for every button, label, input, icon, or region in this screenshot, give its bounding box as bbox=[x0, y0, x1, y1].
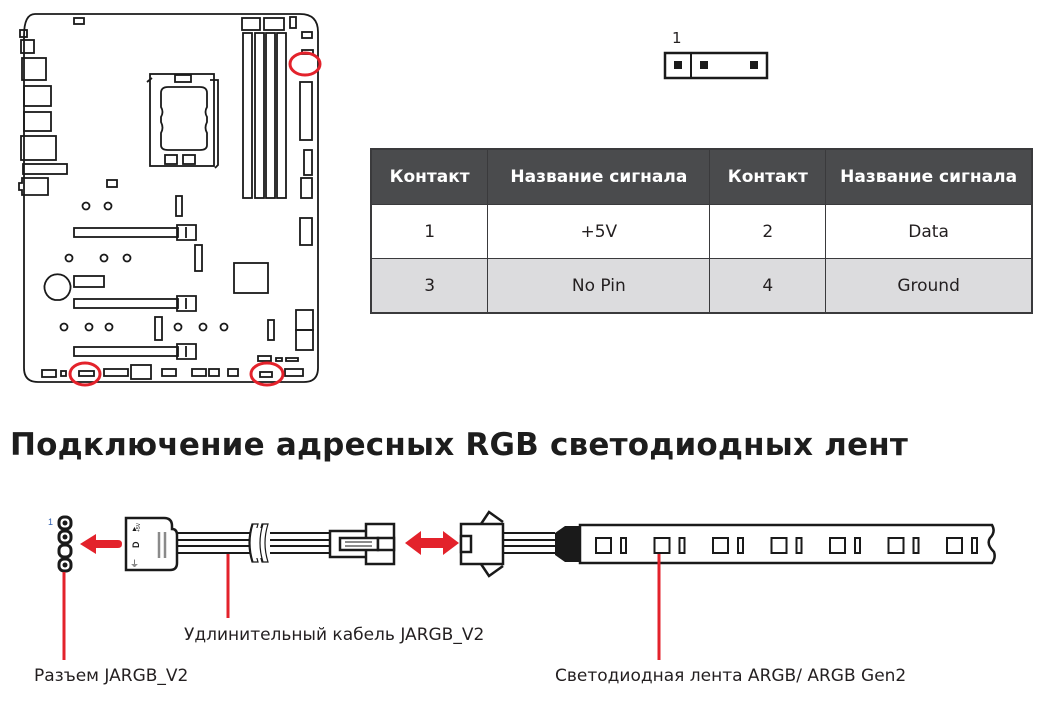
pin-number: 2 bbox=[709, 204, 827, 259]
led-resistor bbox=[795, 537, 803, 554]
board-outline bbox=[23, 13, 319, 383]
pin-4 bbox=[750, 61, 758, 69]
led-chip bbox=[712, 537, 729, 554]
led-chip bbox=[946, 537, 963, 554]
extension-cable-caption: Удлинительный кабель JARGB_V2 bbox=[184, 625, 485, 645]
section-title: Подключение адресных RGB светодиодных ле… bbox=[10, 427, 909, 463]
signal-name: Ground bbox=[825, 258, 1033, 314]
signal-name: +5V bbox=[487, 204, 711, 259]
svg-text:⏚: ⏚ bbox=[130, 559, 139, 569]
led-chip bbox=[653, 537, 671, 554]
pin-1 bbox=[674, 61, 682, 69]
leader-lines bbox=[62, 610, 661, 660]
cable-male-connector bbox=[328, 522, 396, 566]
connection-diagram: 1 ▲ +5V D ⏚ bbox=[48, 510, 996, 610]
header-pin: Контакт bbox=[709, 148, 827, 205]
motherboard-diagram bbox=[18, 13, 322, 387]
connector-pin1-label: 1 bbox=[48, 517, 53, 527]
signal-name: Data bbox=[825, 204, 1033, 259]
led-resistor bbox=[971, 537, 978, 554]
led-resistor bbox=[737, 537, 744, 554]
strip-female-connector bbox=[459, 510, 505, 578]
header-signal-name: Название сигнала bbox=[825, 148, 1033, 205]
pin-2 bbox=[700, 61, 708, 69]
pin1-label: 1 bbox=[672, 29, 682, 47]
highlight-jargb-bottom-left bbox=[68, 361, 102, 387]
led-strip-caption: Светодиодная лента ARGB/ ARGB Gen2 bbox=[555, 666, 907, 686]
cpu-socket bbox=[146, 73, 219, 169]
jargb-connector-pins bbox=[57, 515, 73, 573]
table-header-row: Контакт Название сигнала Контакт Названи… bbox=[370, 148, 1033, 205]
table-row: 1 +5V 2 Data bbox=[370, 204, 1033, 259]
signal-name: No Pin bbox=[487, 258, 711, 314]
connector-caption: Разъем JARGB_V2 bbox=[34, 666, 189, 686]
header-signal-name: Название сигнала bbox=[487, 148, 711, 205]
led-resistor bbox=[678, 537, 686, 554]
led-chip bbox=[770, 537, 788, 554]
double-arrow-icon bbox=[405, 531, 459, 555]
pin-header-diagram bbox=[663, 51, 769, 80]
pin-number: 1 bbox=[370, 204, 489, 259]
cmos-battery bbox=[43, 273, 72, 301]
pinout-table: Контакт Название сигнала Контакт Названи… bbox=[370, 148, 1033, 314]
table-row: 3 No Pin 4 Ground bbox=[370, 258, 1033, 314]
highlight-jargb-top-right bbox=[288, 51, 322, 77]
led-group bbox=[595, 537, 978, 554]
pin-number: 4 bbox=[709, 258, 827, 314]
led-resistor bbox=[912, 537, 920, 554]
pin-number: 3 bbox=[370, 258, 489, 314]
svg-text:+5V: +5V bbox=[136, 522, 142, 532]
svg-text:▲: ▲ bbox=[131, 526, 138, 533]
led-chip bbox=[829, 537, 846, 554]
led-chip bbox=[595, 537, 612, 554]
strip-end-cap bbox=[555, 526, 582, 562]
led-resistor bbox=[854, 537, 861, 554]
svg-text:D: D bbox=[131, 541, 141, 548]
highlight-jargb-bottom-right bbox=[249, 361, 285, 387]
led-resistor bbox=[620, 537, 627, 554]
led-chip bbox=[887, 537, 905, 554]
header-pin: Контакт bbox=[370, 148, 489, 205]
arrow-left-icon bbox=[80, 534, 122, 554]
